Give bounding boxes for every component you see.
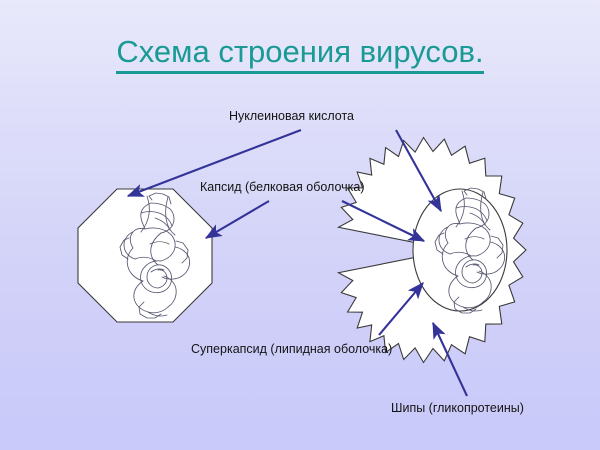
arrow-supercapsid-to-right	[378, 282, 424, 336]
nucleic-acid-scribble-left	[119, 192, 191, 319]
arrow-nucleic-to-right	[395, 129, 442, 213]
page-title-text: Схема строения вирусов.	[116, 34, 484, 74]
arrow-capsid-to-left	[204, 200, 270, 239]
enveloped-virus-star	[336, 136, 527, 364]
label-spikes: Шипы (гликопротеины)	[391, 401, 524, 415]
label-nucleic-acid: Нуклеиновая кислота	[229, 109, 355, 123]
nucleic-acid-scribble-right	[434, 187, 506, 314]
page-title: Схема строения вирусов.	[0, 34, 600, 74]
lipid-envelope-outline	[412, 188, 508, 312]
octagon-capsid-outline	[77, 188, 213, 323]
arrow-nucleic-to-left	[126, 129, 302, 197]
label-supercapsid: Суперкапсид (липидная оболочка)	[191, 342, 393, 356]
arrow-spikes-to-right	[432, 321, 468, 397]
label-capsid: Капсид (белковая оболочка)	[200, 180, 365, 194]
naked-virus-octagon	[77, 188, 213, 323]
arrow-capsid-to-right	[341, 200, 426, 242]
